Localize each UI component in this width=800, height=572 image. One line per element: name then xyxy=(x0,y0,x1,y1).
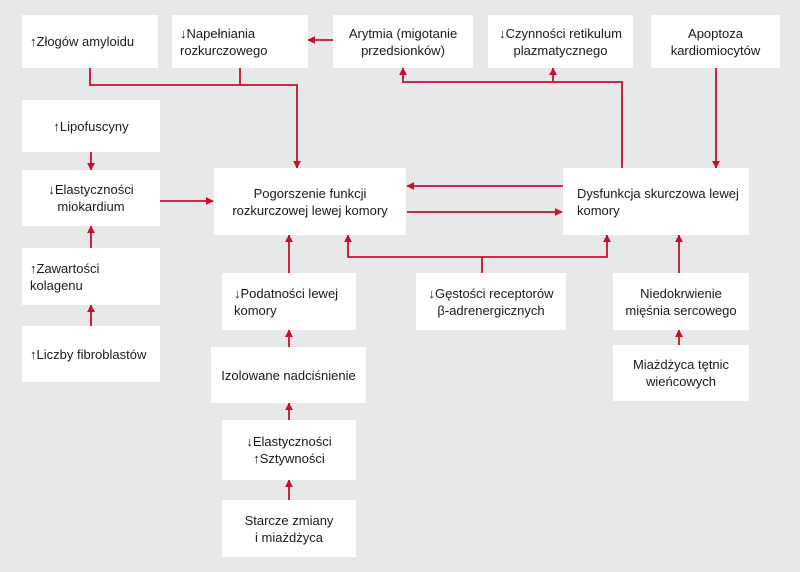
node-reticulum-label: ↓Czynności retikulum plazmatycznego xyxy=(499,25,622,58)
arrow-receptors-to-systolic xyxy=(482,234,611,258)
node-filling: ↓Napełniania rozkurczowego xyxy=(172,15,308,68)
node-elasticity-stiffness-label: ↓Elastyczności ↑Sztywności xyxy=(246,434,332,466)
node-lipofuscin: ↑Lipofuscyny xyxy=(22,100,160,152)
node-amyloid: ↑Złogów amyloidu xyxy=(22,15,158,68)
node-arrhythmia-label: Arytmia (migotanie przedsionków) xyxy=(348,25,458,58)
node-ischemia-label: Niedokrwienie mięśnia sercowego xyxy=(625,285,737,318)
node-systolic-dysfunction-label: Dysfunkcja skurczowa lewej komory xyxy=(577,185,739,218)
node-senile-changes: Starcze zmiany i miażdżyca xyxy=(222,500,356,557)
node-receptors-label: ↓Gęstości receptorów β-adrenergicznych xyxy=(428,285,554,318)
node-atherosclerosis-label: Miażdżyca tętnic wieńcowych xyxy=(632,357,730,389)
node-collagen: ↑Zawartości kolagenu xyxy=(22,248,160,305)
node-reticulum: ↓Czynności retikulum plazmatycznego xyxy=(488,15,633,68)
node-systolic-dysfunction: Dysfunkcja skurczowa lewej komory xyxy=(563,168,749,235)
node-receptors: ↓Gęstości receptorów β-adrenergicznych xyxy=(416,273,566,330)
node-compliance: ↓Podatności lewej komory xyxy=(222,273,356,330)
node-lipofuscin-label: ↑Lipofuscyny xyxy=(53,118,129,134)
node-myocardium-elasticity-label: ↓Elastyczności miokardium xyxy=(48,182,134,214)
node-filling-label: ↓Napełniania rozkurczowego xyxy=(180,25,268,58)
node-collagen-label: ↑Zawartości kolagenu xyxy=(30,260,100,293)
node-apoptosis: Apoptoza kardiomiocytów xyxy=(651,15,780,68)
node-arrhythmia: Arytmia (migotanie przedsionków) xyxy=(333,15,473,68)
arrow-amyloid-to-diastolic xyxy=(89,68,301,169)
node-diastolic-dysfunction: Pogorszenie funkcji rozkurczowej lewej k… xyxy=(214,168,406,235)
node-fibroblasts: ↑Liczby fibroblastów xyxy=(22,326,160,382)
node-elasticity-stiffness: ↓Elastyczności ↑Sztywności xyxy=(222,420,356,480)
node-hypertension: Izolowane nadciśnienie xyxy=(211,347,366,403)
node-amyloid-label: ↑Złogów amyloidu xyxy=(30,34,135,49)
arrow-systolic-to-arrhythmia xyxy=(399,67,623,168)
node-senile-changes-label: Starcze zmiany i miażdżyca xyxy=(244,512,334,545)
node-apoptosis-label: Apoptoza kardiomiocytów xyxy=(670,25,761,58)
node-atherosclerosis: Miażdżyca tętnic wieńcowych xyxy=(613,345,749,401)
node-myocardium-elasticity: ↓Elastyczności miokardium xyxy=(22,170,160,226)
node-diastolic-dysfunction-label: Pogorszenie funkcji rozkurczowej lewej k… xyxy=(232,185,388,218)
arrow-receptors-to-diastolic xyxy=(344,234,483,273)
node-ischemia: Niedokrwienie mięśnia sercowego xyxy=(613,273,749,330)
node-compliance-label: ↓Podatności lewej komory xyxy=(234,285,339,318)
node-fibroblasts-label: ↑Liczby fibroblastów xyxy=(30,346,147,362)
node-hypertension-label: Izolowane nadciśnienie xyxy=(221,367,356,383)
